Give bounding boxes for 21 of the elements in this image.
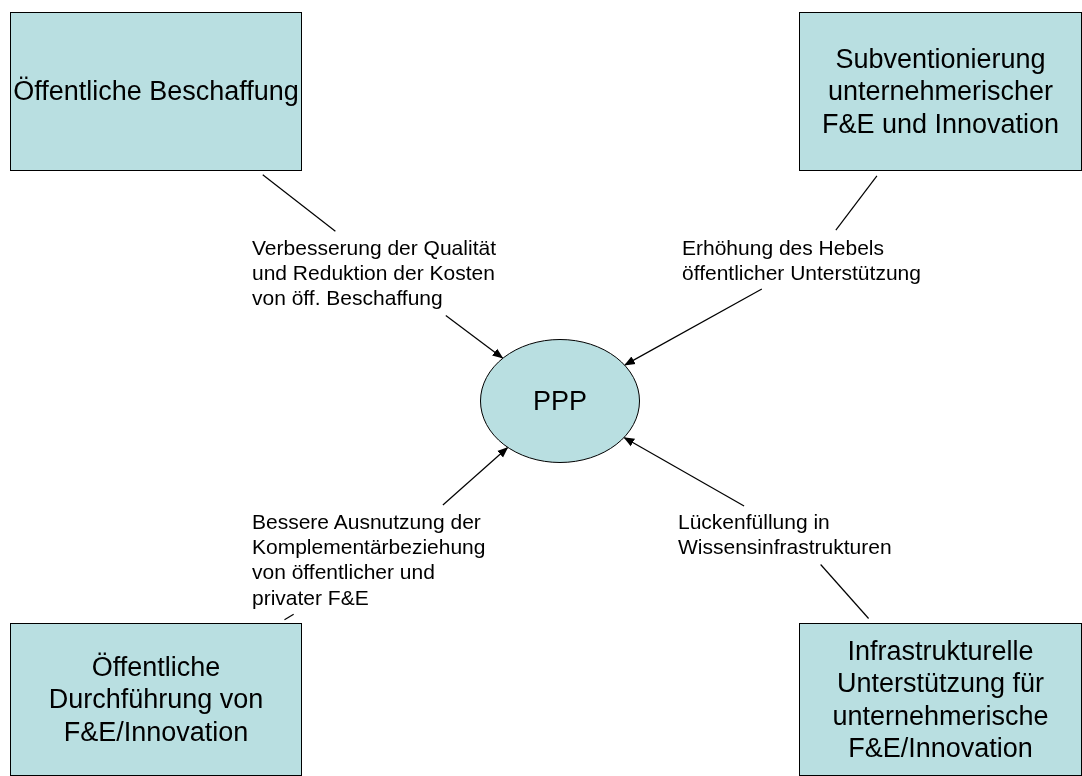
annotation-text: Lückenfüllung in Wissensinfrastrukturen: [678, 510, 892, 559]
connector-line: [283, 613, 295, 621]
box-label: Infrastrukturelle Unterstützung für unternehmerische F&E/Innovation: [831, 634, 1050, 765]
box-label: Öffentliche Beschaffung: [13, 75, 299, 108]
arrow: [624, 288, 763, 366]
arrow: [442, 447, 509, 506]
annotation-text: Verbesserung der Qualität und Reduktion der Kosten von öff. Beschaffung: [252, 236, 496, 310]
box-label: Öffentliche Durchführung von F&E/Innovation: [47, 650, 265, 749]
annotation-text: Erhöhung des Hebels öffentlicher Unterstützung: [682, 236, 921, 285]
connector-line: [820, 563, 870, 620]
process-box: [799, 623, 1082, 776]
process-box: [10, 623, 302, 776]
process-box: [10, 12, 302, 171]
ellipse-label: PPP: [533, 385, 587, 417]
process-box: [799, 12, 1082, 171]
annotation-text: Bessere Ausnutzung der Komplementärbeziehung von öffentlicher und privater F&E: [252, 510, 486, 609]
arrow: [445, 315, 504, 359]
connector-line: [262, 174, 336, 232]
connector-line: [835, 175, 878, 231]
arrow: [623, 437, 745, 507]
box-label: Subventionierung unternehmerischer F&E und Innovation: [820, 42, 1061, 141]
